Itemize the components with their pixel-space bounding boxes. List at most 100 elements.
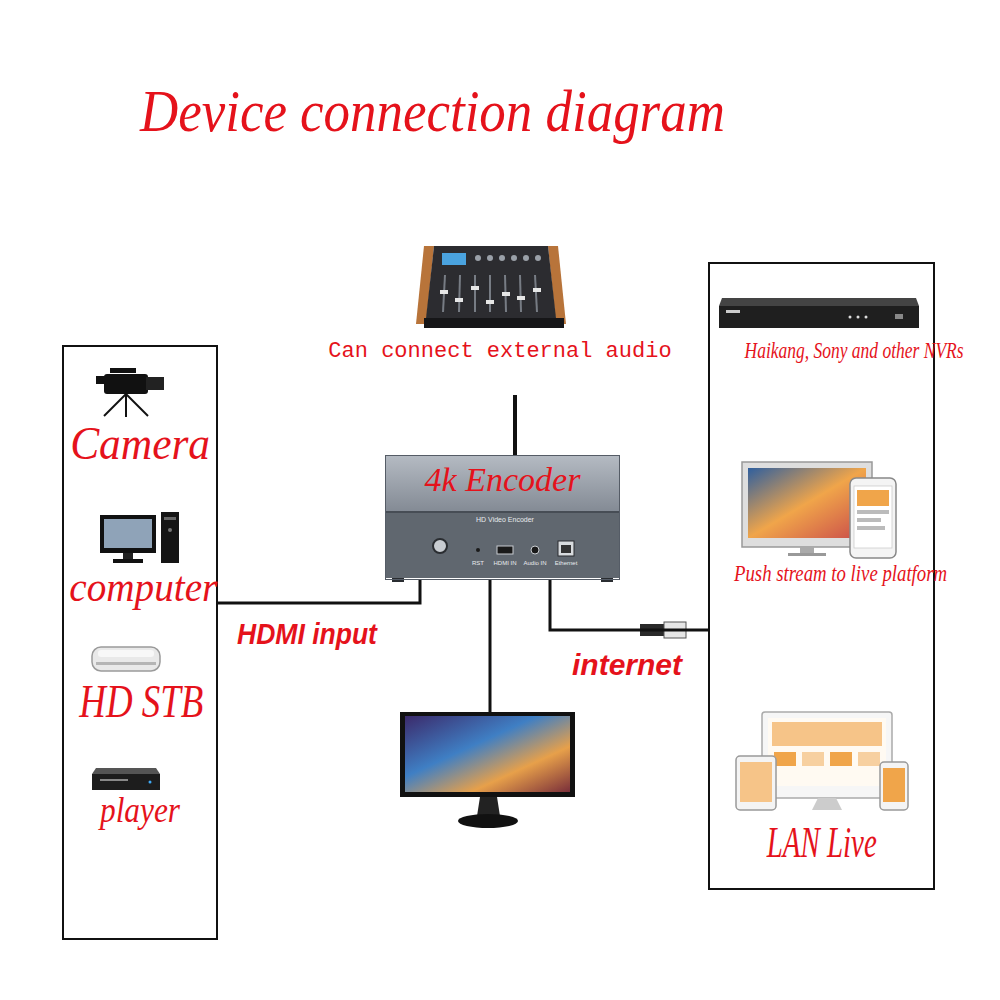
diagram-title: Device connection diagram — [140, 78, 725, 144]
phone-content — [857, 510, 889, 514]
encoder-edge — [386, 511, 619, 513]
fader-cap — [486, 300, 494, 304]
live-monitor-screen — [748, 468, 866, 538]
nvr-top — [719, 298, 919, 306]
camera-icon — [96, 368, 164, 417]
lan-tablet-screen — [740, 762, 772, 802]
lan-monitor-screen — [768, 718, 886, 786]
stb-strip — [96, 662, 156, 665]
fader — [474, 275, 476, 312]
fader-caps — [440, 286, 541, 304]
camera-tripod — [104, 394, 148, 417]
node-text: computer — [69, 564, 217, 610]
live-monitor-stand — [800, 547, 814, 554]
audio-note: Can connect external audio — [328, 340, 671, 364]
port-label: HDMI IN — [494, 560, 517, 567]
computer-stand — [123, 553, 133, 559]
nvr-port — [895, 314, 903, 319]
fader-cap — [533, 288, 541, 292]
computer-icon — [100, 512, 179, 563]
phone-content — [857, 490, 889, 506]
lan-tile — [830, 752, 852, 766]
stb-top — [98, 650, 154, 657]
edge-label: internet — [572, 648, 682, 681]
mixer-body — [426, 246, 556, 318]
fader-cap — [455, 298, 463, 302]
port-label: Ethernet — [555, 560, 578, 567]
audio-jack — [531, 546, 539, 554]
text-slot: Push stream to live platform — [710, 561, 933, 586]
monitor-stand — [477, 797, 500, 816]
ethernet-port — [558, 541, 574, 556]
computer-tower — [161, 512, 179, 563]
connector-line — [550, 580, 708, 630]
monitor-frame — [400, 712, 575, 797]
nvr-icon — [719, 298, 919, 328]
live-platform-icon — [742, 462, 896, 558]
stb-body — [92, 647, 160, 671]
text-slot: 4k Encoder — [386, 461, 619, 498]
mixer-front — [424, 318, 564, 328]
text-slot: player — [64, 791, 216, 831]
node-text: LAN Live — [766, 819, 876, 867]
knob — [511, 255, 517, 261]
tower-button — [168, 528, 172, 532]
encoder-device — [386, 456, 619, 582]
camera-handle — [110, 368, 136, 373]
player-led — [149, 781, 152, 784]
monitor-base — [458, 814, 518, 828]
stb-icon — [92, 647, 160, 671]
lan-monitor-frame — [762, 712, 892, 798]
connector-line — [218, 580, 420, 603]
lan-monitor-stand — [812, 798, 842, 810]
audio-mixer — [416, 246, 566, 328]
node-text: Camera — [70, 419, 210, 470]
text-slot: LAN Live — [710, 819, 933, 867]
live-monitor-base — [788, 553, 826, 556]
port-label: RST — [472, 560, 484, 567]
camera-viewfinder — [96, 376, 105, 384]
player-top — [92, 768, 160, 774]
nvr-led — [857, 316, 860, 319]
node-text: 4k Encoder — [425, 461, 581, 498]
lan-phone-screen — [883, 768, 905, 802]
source-device-group: Camera computer HD STB player — [62, 345, 218, 940]
display-monitor — [400, 712, 575, 828]
lan-tablet — [736, 756, 776, 810]
mixer-screen — [442, 253, 466, 265]
nvr-led — [865, 316, 868, 319]
mixer-faders — [443, 275, 537, 312]
monitor-screen — [405, 716, 570, 792]
tripod-leg — [125, 394, 127, 417]
camera-lens — [146, 377, 164, 390]
computer-base — [113, 559, 143, 563]
nvr-led — [849, 316, 852, 319]
computer-monitor — [100, 515, 156, 553]
knob — [523, 255, 529, 261]
encoder-top-face — [386, 456, 619, 512]
tripod-leg — [104, 394, 126, 416]
live-phone-screen — [854, 486, 892, 548]
lan-tile — [858, 752, 880, 766]
text-slot: HD STB — [64, 677, 216, 728]
knob — [535, 255, 541, 261]
audio-cable — [513, 395, 517, 456]
monitor-cable — [489, 580, 492, 712]
node-text: Haikang, Sony and other NVRs — [745, 338, 964, 363]
lan-banner — [772, 722, 882, 746]
fader-cap — [440, 290, 448, 294]
text-slot: Camera — [64, 419, 216, 470]
player-slot — [100, 779, 128, 781]
node-text: Push stream to live platform — [734, 561, 947, 586]
tower-drive — [164, 517, 176, 520]
fader — [535, 275, 537, 312]
text-slot: Haikang, Sony and other NVRs — [710, 338, 933, 363]
phone-content — [857, 526, 885, 530]
dc-jack — [433, 539, 447, 553]
live-phone — [850, 478, 896, 558]
computer-screen — [104, 519, 152, 548]
lan-phone — [880, 762, 908, 810]
knob — [475, 255, 481, 261]
node-text: HD STB — [79, 677, 203, 728]
